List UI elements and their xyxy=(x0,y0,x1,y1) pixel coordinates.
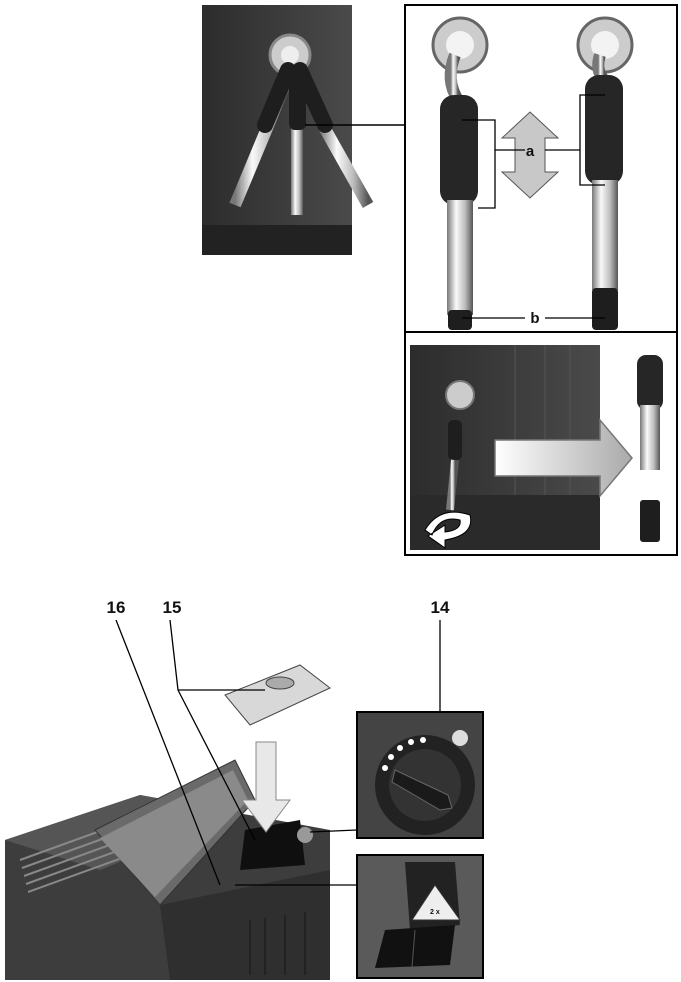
spout-overview-photo xyxy=(202,5,374,255)
spout-right-position xyxy=(292,62,374,208)
spout-detail-low xyxy=(431,16,489,330)
rotate-arrow-icon xyxy=(424,511,472,549)
callout-lines xyxy=(115,619,441,886)
label-b: b xyxy=(530,310,539,327)
spout-detail-high xyxy=(576,16,634,330)
label-14: 14 xyxy=(431,598,450,617)
height-adjust-arrow xyxy=(500,111,560,199)
label-16: 16 xyxy=(107,598,126,617)
spout-left-position xyxy=(229,62,296,208)
inset-hardness-dial xyxy=(356,711,484,839)
water-tank-opening xyxy=(240,820,305,870)
detail-frame xyxy=(404,4,678,556)
warning-label-text: 2 x xyxy=(430,909,440,916)
water-filter-cartridge xyxy=(224,664,331,726)
machine-top-photo xyxy=(5,759,330,980)
inset-tank-warning: 2 x xyxy=(356,854,484,979)
removed-spout-parts xyxy=(637,355,663,542)
insert-direction-arrow xyxy=(241,741,291,833)
label-a-callout xyxy=(462,94,605,209)
remove-direction-arrow xyxy=(494,417,633,499)
label-a: a xyxy=(526,143,535,160)
label-15: 15 xyxy=(163,598,182,617)
spout-center-position xyxy=(289,75,306,215)
